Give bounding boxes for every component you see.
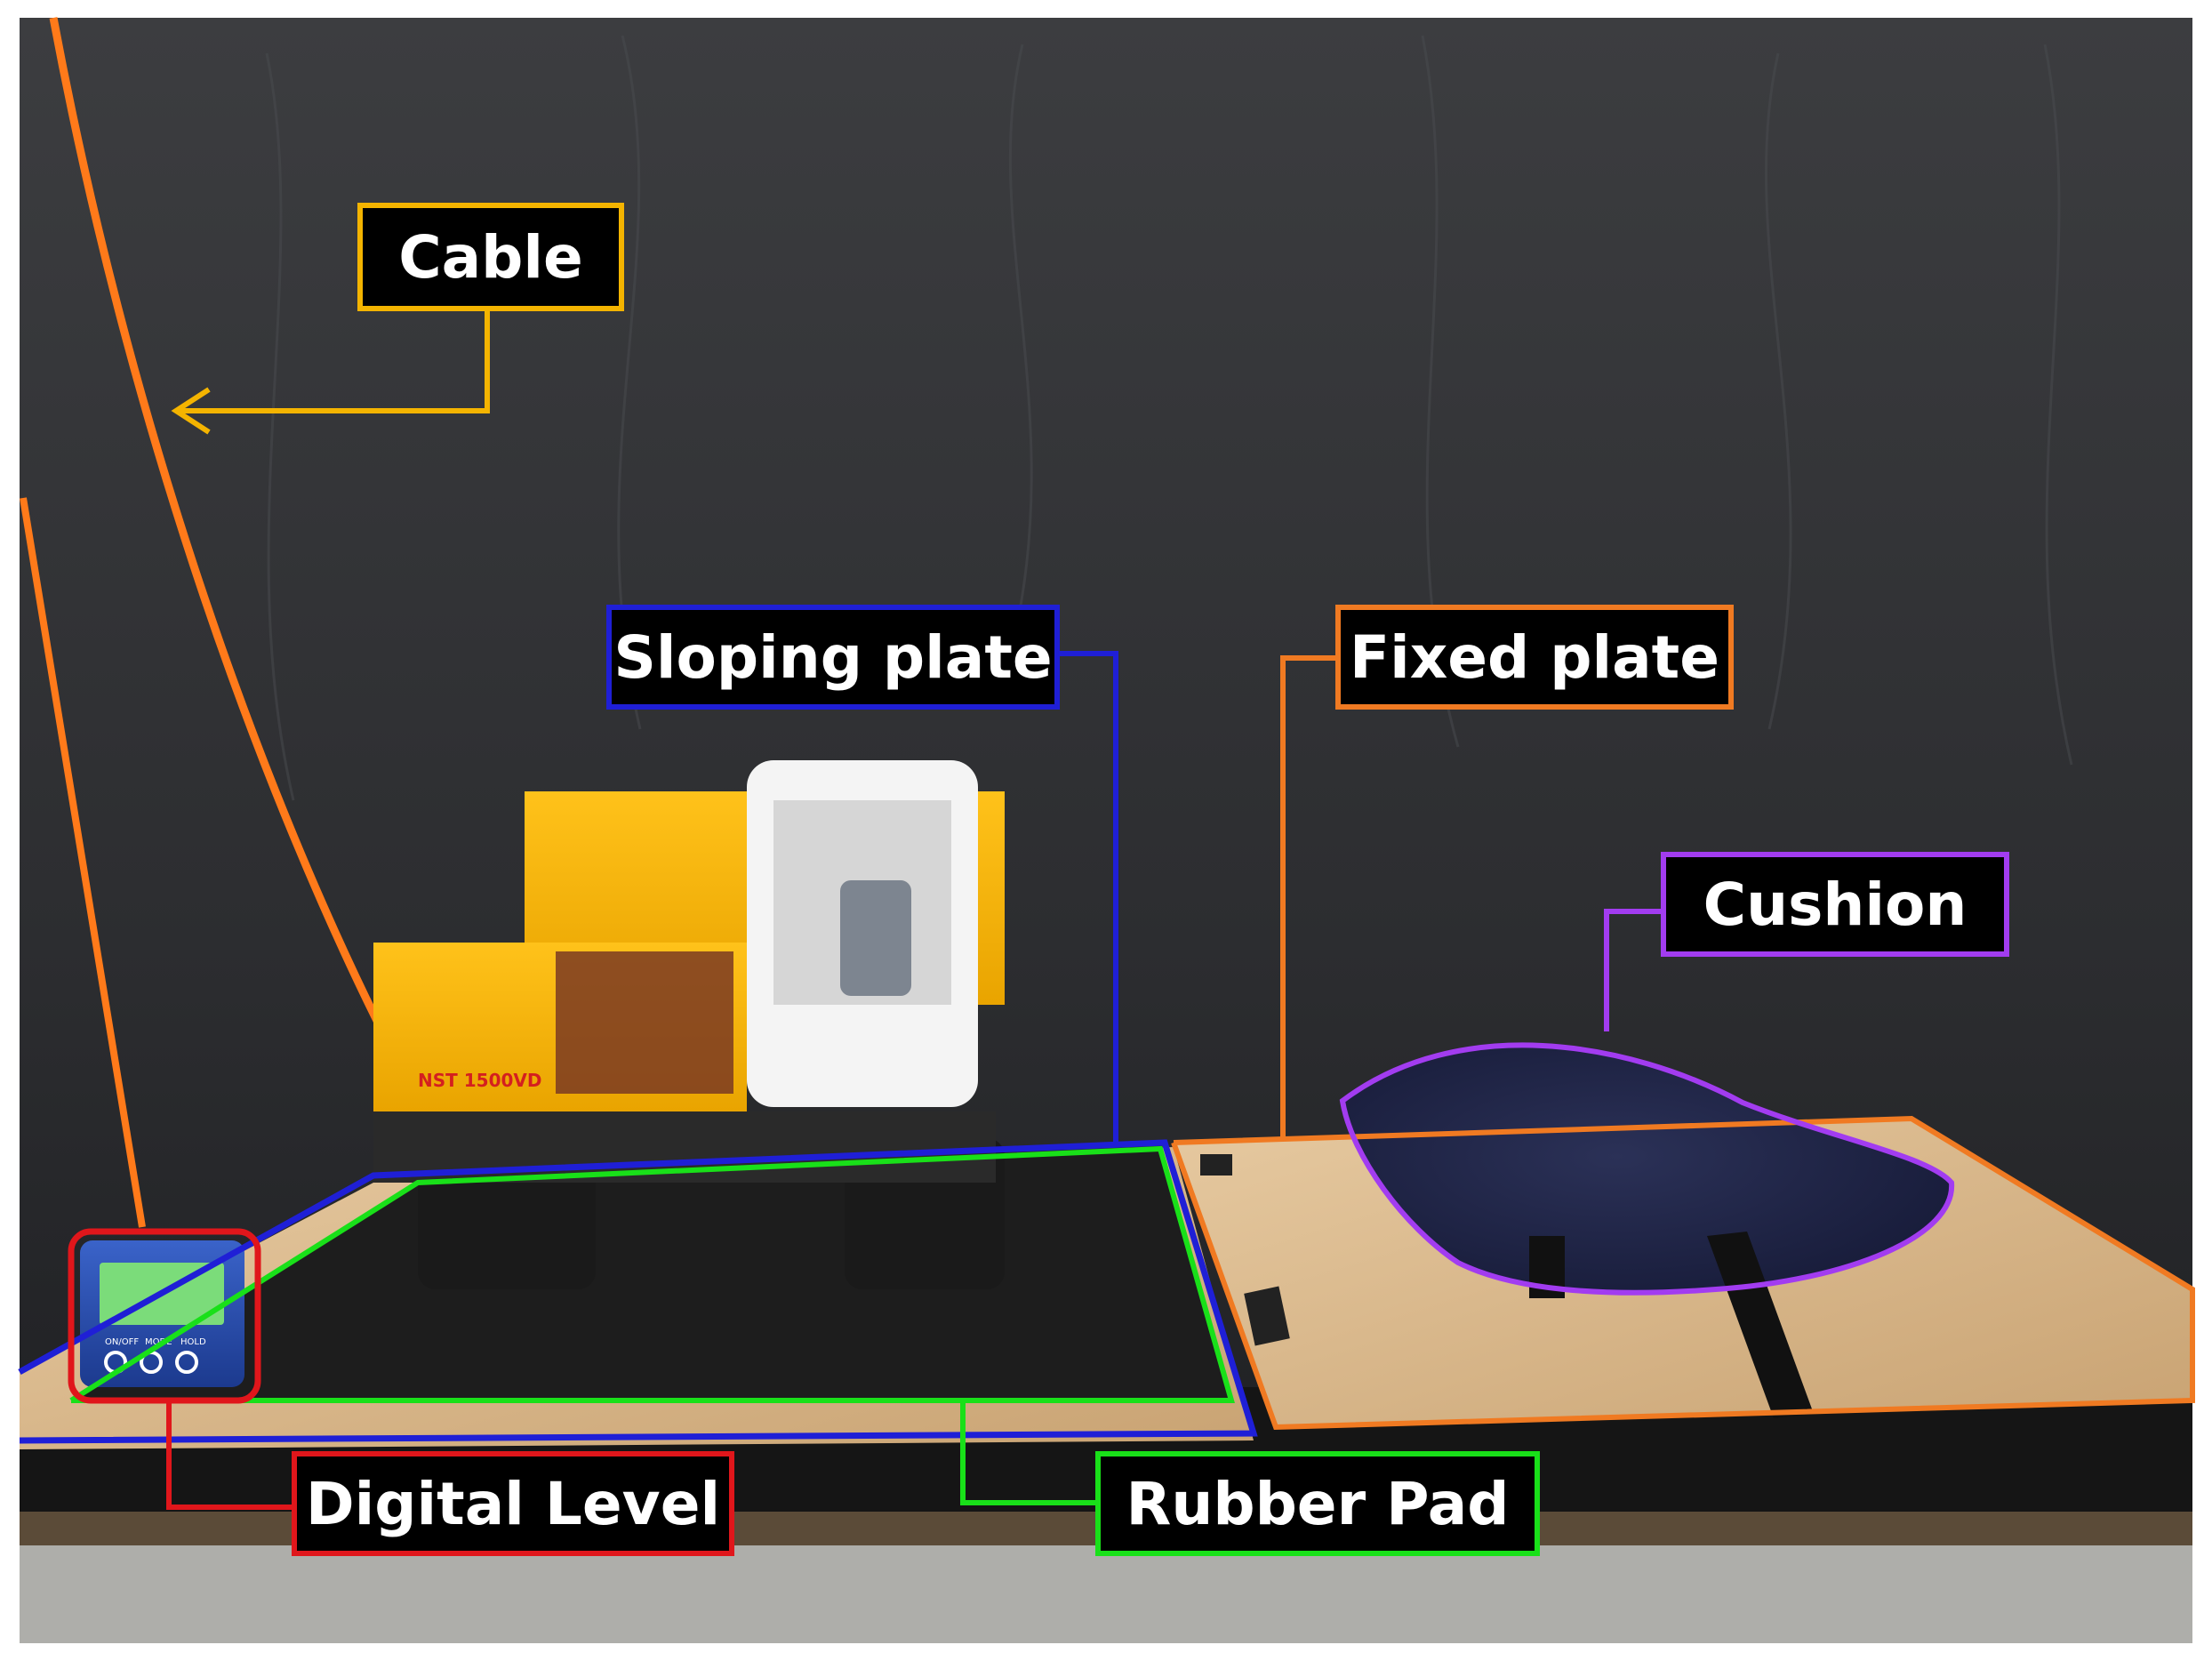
fixed-plate-hinge-2 — [1244, 1286, 1290, 1346]
sloping-plate-label: Sloping plate — [606, 605, 1060, 710]
cushion-outline — [1339, 1042, 1955, 1296]
truck-track-left — [418, 1156, 596, 1289]
fixed-plate-label: Fixed plate — [1335, 605, 1734, 710]
digital-level-label: Digital Level — [292, 1451, 734, 1556]
level-button-hold — [175, 1351, 198, 1374]
rubber-pad-outline — [69, 1145, 1235, 1403]
sloping-plate-leader-line — [1058, 651, 1118, 1144]
cushion-label: Cushion — [1661, 852, 2009, 957]
cushion-leader-line — [1604, 909, 1663, 1031]
level-button-hold-label: HOLD — [180, 1337, 206, 1347]
cable-label: Cable — [357, 203, 624, 311]
truck-seat — [840, 880, 911, 996]
digital-level-outline — [68, 1228, 261, 1404]
digital-level-leader-line — [166, 1400, 293, 1510]
truck-model-text: NST 1500VD — [418, 1070, 542, 1091]
cushion-strap-2 — [1707, 1232, 1814, 1418]
cable-leader-line — [176, 311, 490, 413]
cable-arrowhead — [171, 387, 211, 435]
fixed-plate-outline — [1171, 1115, 2195, 1431]
cushion-pillow — [1342, 1045, 1952, 1293]
fixed-plate-hinge-1 — [1200, 1154, 1232, 1176]
truck-engine-grille — [556, 951, 733, 1094]
truck-model: NST 1500VD — [373, 760, 1005, 1289]
cable-rope — [49, 17, 387, 1034]
level-button-mode-label: MODE — [145, 1337, 172, 1347]
rubber-pad-leader-line — [960, 1400, 1098, 1505]
fixed-plate-leader-line — [1280, 655, 1338, 1138]
rubber-pad-label: Rubber Pad — [1095, 1451, 1540, 1556]
cable-rope-left — [20, 497, 146, 1228]
table-front-grey — [20, 1545, 2192, 1643]
level-button-onoff-label: ON/OFF — [105, 1337, 139, 1347]
